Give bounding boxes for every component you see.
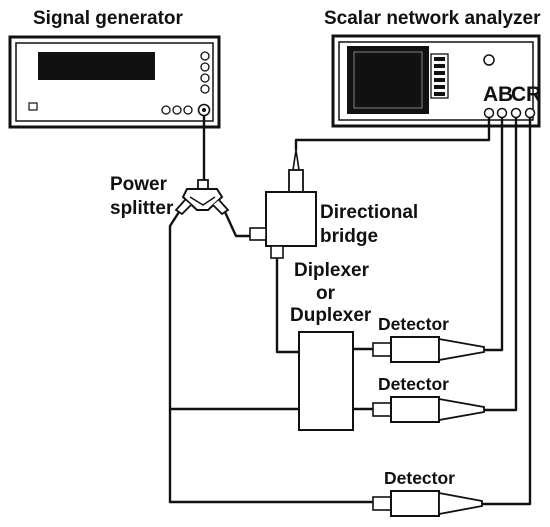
cable-detector-1-port-b (484, 118, 504, 352)
cable-splitter-bridge (223, 211, 250, 238)
generator-power-switch (28, 102, 38, 111)
signal-generator-label: Signal generator (33, 8, 184, 29)
dut-label-line3: Duplexer (290, 305, 372, 326)
directional-bridge-label-line1: Directional (320, 202, 418, 223)
detector-1 (372, 336, 485, 363)
detector-2-label: Detector (378, 374, 449, 394)
dut-label-line2: or (316, 283, 336, 304)
port-a-label: A (483, 83, 498, 106)
dut-label-line1: Diplexer (294, 260, 370, 281)
detector-3-label: Detector (384, 468, 455, 488)
diplexer-duplexer (298, 331, 354, 431)
detector-3 (372, 490, 483, 517)
analyzer-knob (483, 54, 495, 66)
detector-1-label: Detector (378, 314, 449, 334)
directional-bridge-label-line2: bridge (320, 226, 378, 247)
analyzer-softkeys (430, 53, 449, 99)
cable-detector-2-port-c (484, 118, 518, 412)
generator-knobs (161, 51, 210, 115)
cable-bridge-port-a (294, 118, 491, 150)
generator-rf-output (197, 103, 211, 117)
power-splitter-label-line2: splitter (110, 198, 174, 219)
analyzer-screen (347, 46, 429, 114)
cable-splitter-detector-3 (168, 211, 373, 504)
power-splitter (174, 179, 230, 216)
port-r-label: R (526, 83, 541, 106)
analyzer-port-connectors (483, 107, 536, 119)
signal-generator (8, 35, 221, 129)
cable-detector-3-port-r (482, 118, 532, 506)
cables (168, 116, 532, 506)
cable-bridge-dut (275, 258, 299, 354)
port-c-label: C (511, 83, 526, 106)
port-b-label: B (498, 83, 513, 106)
directional-bridge (249, 149, 317, 259)
detector-2 (372, 396, 485, 423)
scalar-network-analyzer (331, 34, 541, 128)
power-splitter-label-line1: Power (110, 174, 168, 195)
generator-display (38, 52, 155, 80)
scalar-network-analyzer-label: Scalar network analyzer (324, 8, 541, 29)
